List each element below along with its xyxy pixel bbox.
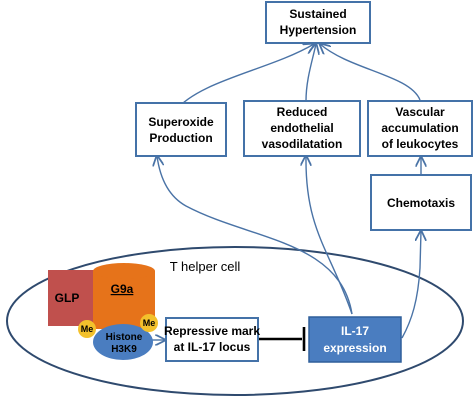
il17-expression-label: IL-17	[341, 324, 369, 338]
superoxide-production-box	[135, 102, 227, 157]
methyl-mark-right	[140, 314, 158, 332]
vascular-accumulation-box	[367, 100, 473, 157]
arrow-to-vasodilatation	[306, 156, 353, 315]
g9a-label: G9a	[111, 282, 134, 296]
arrow-vascular-to-hypertension	[320, 44, 421, 101]
repressive-mark-label: Repressive mark	[164, 324, 260, 338]
inhibition-repressive-to-il17	[258, 327, 306, 351]
methyl-mark-left	[78, 320, 96, 338]
arrow-to-chemotaxis	[401, 231, 421, 339]
il17-expression-label: expression	[323, 341, 386, 355]
chemotaxis-box	[370, 174, 472, 231]
sustained-hypertension-box	[265, 1, 371, 44]
sustained-hypertension-label: Hypertension	[280, 23, 357, 37]
sustained-hypertension-label: Sustained	[289, 7, 346, 21]
methyl-mark-left-label: Me	[81, 324, 94, 334]
arrow-superoxide-to-hypertension	[174, 44, 314, 112]
repressive-mark-box	[165, 317, 259, 362]
histone-h3k9-label: Histone	[106, 332, 143, 343]
vascular-accumulation-label: Vascular	[395, 105, 445, 119]
methyl-mark-right-label: Me	[143, 318, 156, 328]
il17-expression-box	[308, 316, 402, 363]
t-helper-cell-label: T helper cell	[170, 259, 241, 274]
histone-h3k9-label: H3K9	[111, 344, 137, 355]
vascular-accumulation-label: accumulation	[381, 121, 458, 135]
t-helper-cell-outline	[6, 246, 464, 396]
vascular-accumulation-label: of leukocytes	[382, 137, 459, 151]
reduced-vasodilatation-label: vasodilatation	[262, 137, 343, 151]
superoxide-production-label: Superoxide	[148, 115, 214, 129]
repressive-mark-label: at IL-17 locus	[174, 340, 251, 354]
superoxide-production-label: Production	[149, 131, 212, 145]
reduced-vasodilatation-box	[243, 100, 361, 157]
glp-label: GLP	[55, 291, 80, 305]
g9a-block-top	[93, 263, 155, 279]
arrow-to-superoxide	[157, 156, 353, 315]
chemotaxis-label: Chemotaxis	[387, 196, 455, 210]
reduced-vasodilatation-label: endothelial	[270, 121, 333, 135]
histone-h3k9	[93, 324, 153, 360]
arrow-vasodilatation-to-hypertension	[305, 44, 316, 102]
reduced-vasodilatation-label: Reduced	[277, 105, 328, 119]
